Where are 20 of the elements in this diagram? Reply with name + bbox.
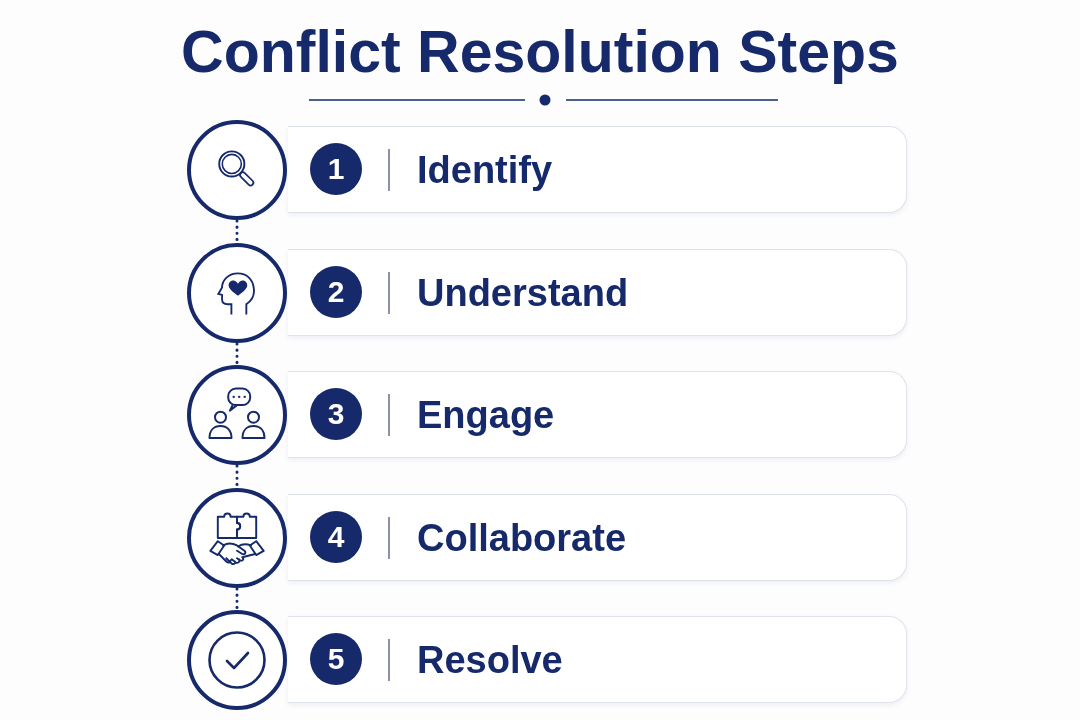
step-number: 5	[310, 633, 362, 685]
dotted-connector	[235, 587, 239, 611]
step-label: Collaborate	[417, 516, 627, 561]
step-label: Identify	[417, 148, 553, 193]
step-card	[288, 616, 907, 703]
step-number: 2	[310, 266, 362, 318]
step-card	[288, 249, 907, 336]
step-number: 1	[310, 143, 362, 195]
step-label: Resolve	[417, 638, 563, 683]
step-label: Engage	[417, 393, 555, 438]
dotted-connector	[235, 464, 239, 489]
step-card	[288, 494, 907, 581]
step-number: 3	[310, 388, 362, 440]
step-card	[288, 371, 907, 458]
step-number: 4	[310, 511, 362, 563]
title: Conflict Resolution Steps	[180, 18, 900, 86]
dotted-connector	[235, 219, 239, 244]
step-label: Understand	[417, 271, 629, 316]
step-card	[288, 126, 907, 213]
dotted-connector	[235, 342, 239, 366]
